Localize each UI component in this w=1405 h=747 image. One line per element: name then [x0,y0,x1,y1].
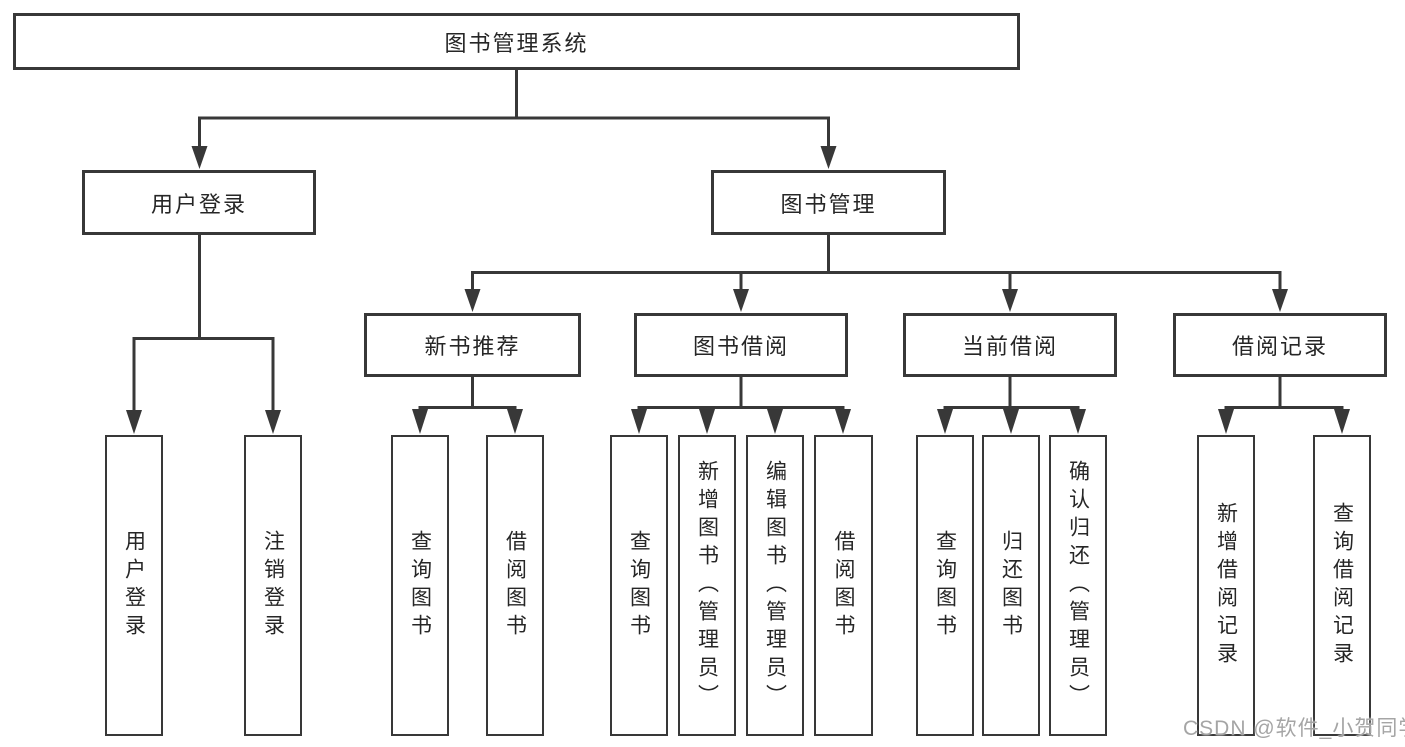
arrowhead-icon [835,409,851,434]
node-library-system-label: 图书管理系统 [444,30,589,56]
arrowhead-icon [820,146,837,169]
arrowhead-icon [1272,289,1288,312]
arrowhead-icon [464,289,481,312]
leaf-current-query-books-label: 查询图书 [933,529,957,642]
node-book-management: 图书管理 [711,170,946,235]
connector-root-to-level2 [191,69,837,169]
leaf-recommend-query-books: 查询图书 [391,435,449,736]
connector-borrow-children [631,377,851,434]
arrowhead-icon [699,409,715,434]
leaf-query-borrow-record-label: 查询借阅记录 [1330,501,1354,670]
node-user-login: 用户登录 [82,170,316,235]
leaf-recommend-query-books-label: 查询图书 [408,529,432,642]
node-current-borrow: 当前借阅 [903,313,1117,377]
connector-records-children [1218,377,1350,434]
leaf-logout-label: 注销登录 [261,529,285,642]
leaf-recommend-borrow-books: 借阅图书 [486,435,544,736]
leaf-borrow-books-label: 借阅图书 [832,529,855,642]
leaf-add-borrow-record-label: 新增借阅记录 [1214,501,1238,670]
csdn-watermark: CSDN @软件_小贺同学 [1183,717,1405,740]
leaf-edit-books-admin-label: 编辑图书（管理员） [763,459,787,712]
arrowhead-icon [126,410,142,434]
leaf-borrow-books: 借阅图书 [814,435,873,736]
arrowhead-icon [937,409,953,434]
arrowhead-icon [1003,409,1019,434]
arrowhead-icon [191,146,208,169]
arrowhead-icon [507,409,523,434]
node-book-borrow-label: 图书借阅 [692,334,789,359]
leaf-logout: 注销登录 [244,435,302,736]
leaf-recommend-borrow-books-label: 借阅图书 [503,529,527,642]
leaf-user-login: 用户登录 [105,435,163,736]
arrowhead-icon [1070,409,1086,434]
leaf-borrow-query-books-label: 查询图书 [627,529,651,642]
leaf-add-borrow-record: 新增借阅记录 [1197,435,1255,736]
node-new-book-recommend: 新书推荐 [364,313,581,377]
node-user-login-label: 用户登录 [150,191,247,217]
leaf-confirm-return-admin-label: 确认归还（管理员） [1066,459,1090,712]
leaf-return-books-label: 归还图书 [999,529,1023,642]
connector-recommend-children [412,377,523,434]
leaf-confirm-return-admin: 确认归还（管理员） [1049,435,1107,736]
arrowhead-icon [631,409,647,434]
node-book-management-label: 图书管理 [780,191,877,217]
leaf-borrow-query-books: 查询图书 [610,435,668,736]
node-new-book-recommend-label: 新书推荐 [424,334,521,359]
leaf-current-query-books: 查询图书 [916,435,974,736]
arrowhead-icon [1218,409,1234,434]
node-borrow-records-label: 借阅记录 [1231,334,1328,359]
connector-current-children [937,377,1086,434]
leaf-return-books: 归还图书 [982,435,1040,736]
arrowhead-icon [1002,289,1018,312]
arrowhead-icon [412,409,428,434]
node-book-borrow: 图书借阅 [634,313,848,377]
arrowhead-icon [1334,409,1350,434]
node-borrow-records: 借阅记录 [1173,313,1387,377]
leaf-add-books-admin-label: 新增图书（管理员） [695,459,719,712]
node-current-borrow-label: 当前借阅 [961,334,1058,359]
connector-book-management-to-level3 [464,235,1288,312]
arrowhead-icon [733,289,749,312]
arrowhead-icon [265,410,281,434]
leaf-query-borrow-record: 查询借阅记录 [1313,435,1371,736]
leaf-add-books-admin: 新增图书（管理员） [678,435,736,736]
node-library-system: 图书管理系统 [13,13,1020,70]
arrowhead-icon [767,409,783,434]
connector-user-login-children [126,235,281,434]
leaf-user-login-label: 用户登录 [122,529,146,642]
leaf-edit-books-admin: 编辑图书（管理员） [746,435,804,736]
